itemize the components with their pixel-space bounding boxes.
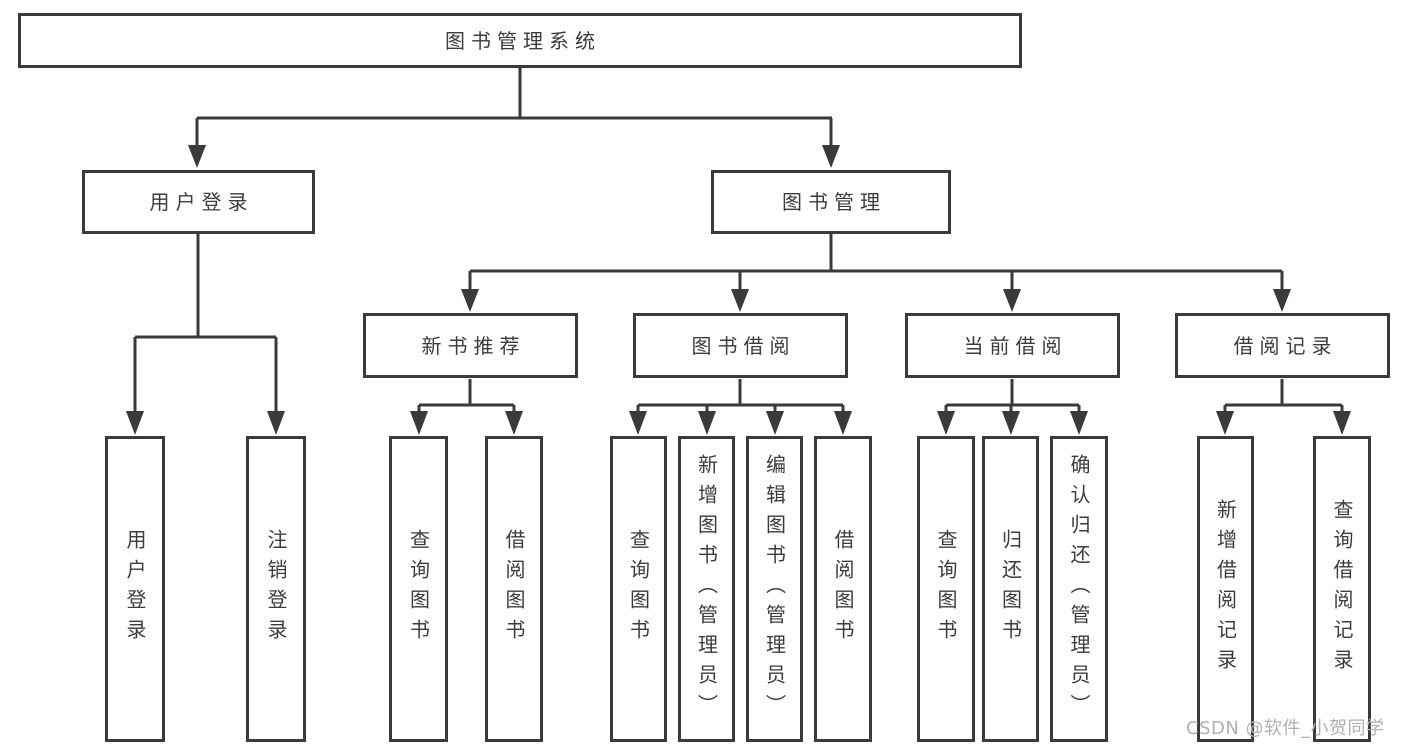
node-leaf-borrow-books-1-label: 借阅图书 xyxy=(502,529,526,649)
node-borrow-records: 借阅记录 xyxy=(1175,313,1390,378)
arrowhead-leaf-add-books xyxy=(698,411,716,435)
arrowhead-leaf-return-books xyxy=(1002,411,1020,435)
connector-current-borrow-children xyxy=(937,379,1088,435)
node-leaf-edit-books: 编辑图书（管理员） xyxy=(746,436,803,742)
csdn-watermark: CSDN @软件_小贺同学 xyxy=(1186,718,1385,739)
connector-new-book-children xyxy=(410,379,523,435)
node-leaf-add-record-label: 新增借阅记录 xyxy=(1213,499,1238,679)
arrowhead-book-borrow xyxy=(731,289,749,312)
node-root-system-label: 图书管理系统 xyxy=(445,28,601,53)
node-book-management: 图书管理 xyxy=(711,170,951,234)
arrowhead-new-book-recommend xyxy=(461,289,479,312)
node-borrow-records-label: 借阅记录 xyxy=(1233,333,1338,358)
node-leaf-user-login: 用户登录 xyxy=(105,436,165,742)
connector-book-management-to-level3 xyxy=(461,234,1291,312)
node-new-book-recommend-label: 新书推荐 xyxy=(421,333,526,358)
node-leaf-query-books-3-label: 查询图书 xyxy=(934,529,958,649)
arrowhead-leaf-borrow-books-1 xyxy=(505,411,523,435)
node-leaf-query-record: 查询借阅记录 xyxy=(1313,436,1371,742)
node-leaf-add-books: 新增图书（管理员） xyxy=(678,436,735,742)
connector-book-borrow-children xyxy=(629,379,852,435)
node-leaf-confirm-return: 确认归还（管理员） xyxy=(1050,436,1108,742)
node-leaf-query-books-1-label: 查询图书 xyxy=(406,529,431,649)
node-leaf-query-record-label: 查询借阅记录 xyxy=(1330,499,1354,679)
node-leaf-query-books-3: 查询图书 xyxy=(917,436,975,742)
arrowhead-leaf-borrow-books-2 xyxy=(834,411,852,435)
node-leaf-logout-label: 注销登录 xyxy=(264,529,288,649)
arrowhead-borrow-records xyxy=(1273,289,1291,312)
node-leaf-confirm-return-label: 确认归还（管理员） xyxy=(1067,454,1091,724)
node-book-management-label: 图书管理 xyxy=(782,190,886,214)
node-root-system: 图书管理系统 xyxy=(18,13,1022,68)
node-book-borrow-label: 图书借阅 xyxy=(691,333,796,358)
node-book-borrow: 图书借阅 xyxy=(633,313,848,378)
arrowhead-leaf-confirm-return xyxy=(1070,411,1088,435)
node-leaf-borrow-books-2-label: 借阅图书 xyxy=(831,529,855,649)
connector-user-login-children xyxy=(126,234,285,435)
node-leaf-borrow-books-2: 借阅图书 xyxy=(814,436,872,742)
node-leaf-logout: 注销登录 xyxy=(246,436,306,742)
arrowhead-leaf-add-record xyxy=(1216,411,1234,435)
node-leaf-edit-books-label: 编辑图书（管理员） xyxy=(762,454,787,724)
node-current-borrow: 当前借阅 xyxy=(905,313,1120,378)
node-new-book-recommend: 新书推荐 xyxy=(363,313,578,378)
connector-root-to-level2 xyxy=(188,67,840,168)
node-leaf-return-books-label: 归还图书 xyxy=(998,529,1023,649)
node-leaf-query-books-1: 查询图书 xyxy=(389,436,448,742)
arrowhead-leaf-query-books-1 xyxy=(410,411,428,435)
arrowhead-current-borrow xyxy=(1003,289,1021,312)
arrowhead-leaf-user-login xyxy=(126,411,144,435)
arrowhead-leaf-edit-books xyxy=(766,411,784,435)
node-leaf-user-login-label: 用户登录 xyxy=(123,529,147,649)
arrowhead-book-management xyxy=(822,145,840,168)
node-user-login-label: 用户登录 xyxy=(149,190,254,214)
node-leaf-add-books-label: 新增图书（管理员） xyxy=(694,454,719,724)
node-user-login: 用户登录 xyxy=(82,170,315,234)
arrowhead-leaf-query-books-2 xyxy=(629,411,647,435)
arrowhead-leaf-logout xyxy=(267,411,285,435)
arrowhead-leaf-query-record xyxy=(1333,411,1351,435)
node-current-borrow-label: 当前借阅 xyxy=(963,333,1068,358)
node-leaf-add-record: 新增借阅记录 xyxy=(1197,436,1254,742)
node-leaf-query-books-2-label: 查询图书 xyxy=(626,529,651,649)
node-leaf-return-books: 归还图书 xyxy=(982,436,1039,742)
node-leaf-query-books-2: 查询图书 xyxy=(610,436,667,742)
connector-borrow-records-children xyxy=(1216,379,1351,435)
arrowhead-user-login xyxy=(188,145,206,168)
node-leaf-borrow-books-1: 借阅图书 xyxy=(485,436,543,742)
arrowhead-leaf-query-books-3 xyxy=(937,411,955,435)
